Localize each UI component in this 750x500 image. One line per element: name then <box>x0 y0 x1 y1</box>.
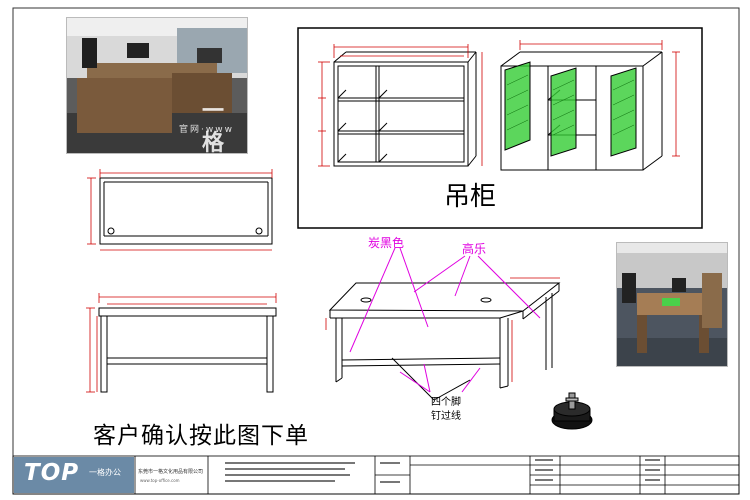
desk-photo-secondary-art <box>617 243 727 366</box>
annotation-carbon-black: 炭黑色 <box>368 236 405 250</box>
annotation-leaders <box>349 247 541 393</box>
annotation-four-legs: 四个脚 <box>431 397 461 408</box>
annotation-gaole: 高乐 <box>462 242 487 256</box>
desk-perspective-view <box>328 282 561 401</box>
cabinet-open-shelves <box>333 51 477 167</box>
photo-watermark-brand: 一格 <box>202 99 227 154</box>
leveling-foot-illustration <box>551 392 593 430</box>
logo-brand: 一格办公 <box>89 468 121 477</box>
title-block <box>12 455 740 495</box>
photo-watermark-site: 官网·www <box>179 125 234 135</box>
logo-background <box>14 457 134 493</box>
annotation-nail-through-line: 钉过线 <box>431 411 461 422</box>
desk-photo-main-art <box>67 18 247 153</box>
customer-confirm-note: 客户确认按此图下单 <box>93 423 309 449</box>
cabinet-label: 吊柜 <box>444 182 497 212</box>
desk-photo-main: 一格 官网·www <box>66 17 248 154</box>
title-block-fine-text <box>225 459 660 483</box>
company-url: www.top-office.com <box>140 478 180 483</box>
desk-top-view <box>99 177 273 245</box>
desk-front-dims <box>86 293 277 393</box>
glass-hatching <box>506 74 635 136</box>
desk-front-view <box>98 307 277 393</box>
cabinet-frame <box>297 27 703 229</box>
company-name: 东莞市一格文化用品有限公司 <box>138 469 204 475</box>
logo-text: TOP <box>24 460 80 486</box>
glass-door-panels <box>504 61 637 157</box>
desk-perspective-dims <box>325 277 560 382</box>
cabinet-glass-dims <box>519 40 680 157</box>
desk-photo-secondary <box>616 242 728 367</box>
cabinet-open-dims <box>318 44 483 167</box>
desk-top-dims <box>87 169 273 251</box>
